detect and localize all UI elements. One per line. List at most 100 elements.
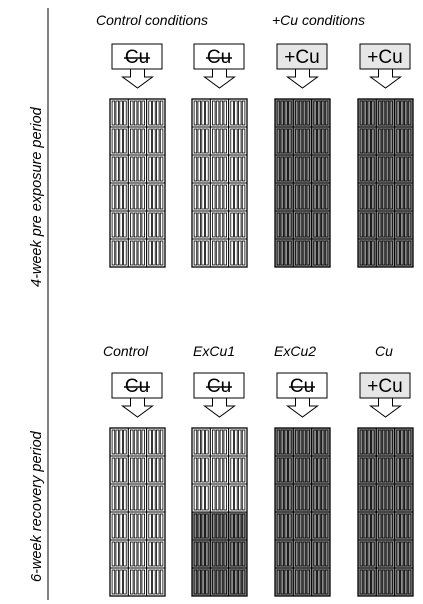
- plant-slot: [212, 212, 216, 238]
- plant-slot: [306, 240, 310, 266]
- plant-slot: [371, 156, 375, 182]
- plant-slot: [119, 541, 123, 567]
- plant-slot: [381, 513, 386, 539]
- plant-slot: [111, 457, 116, 483]
- plant-slot: [385, 128, 390, 154]
- plant-slot: [407, 212, 412, 238]
- tray-cell: [394, 455, 414, 485]
- plant-slot: [219, 240, 224, 266]
- plant-slot: [280, 240, 284, 266]
- plant-slot: [205, 569, 209, 595]
- tray-cell: [292, 455, 313, 485]
- tray-cell: [127, 483, 148, 513]
- plant-slot: [219, 429, 224, 455]
- plant-slot: [298, 240, 303, 266]
- arrow: [285, 68, 320, 89]
- plant-slot: [280, 128, 284, 154]
- tray-cell: [127, 126, 148, 156]
- plant-slot: [193, 156, 198, 182]
- plant-slot: [321, 569, 325, 595]
- plant-slot: [241, 541, 246, 567]
- plant-slot: [288, 240, 292, 266]
- tray-cell: [146, 511, 166, 541]
- plant-slot: [389, 541, 393, 567]
- plant-slot: [389, 184, 393, 210]
- plant-slot: [238, 485, 242, 511]
- plant-slot: [378, 128, 382, 154]
- tray-cell: [375, 210, 396, 240]
- plant-slot: [276, 485, 281, 511]
- plant-slot: [407, 457, 412, 483]
- tray-cell: [209, 455, 230, 485]
- plant-slot: [156, 240, 160, 266]
- plant-slot: [396, 240, 400, 266]
- plant-slot: [193, 429, 198, 455]
- plant-slot: [407, 513, 412, 539]
- plant-slot: [306, 128, 310, 154]
- plant-slot: [396, 212, 400, 238]
- plant-slot: [400, 212, 404, 238]
- plant-slot: [223, 184, 227, 210]
- plant-slot: [215, 156, 220, 182]
- plant-slot: [389, 569, 393, 595]
- tray-cell: [191, 182, 211, 212]
- tray-outline: [274, 98, 331, 268]
- plant-slot: [378, 100, 382, 126]
- plant-slot: [148, 156, 152, 182]
- plant-slot: [302, 184, 307, 210]
- plant-slot: [389, 128, 393, 154]
- tray-cell: [274, 238, 294, 268]
- plant-slot: [400, 240, 404, 266]
- plant-slot: [404, 485, 408, 511]
- plant-slot: [404, 569, 408, 595]
- plant-slot: [302, 212, 307, 238]
- plant-slot: [152, 100, 156, 126]
- plant-slot: [389, 485, 393, 511]
- tray-cell: [292, 238, 313, 268]
- plant-slot: [115, 457, 119, 483]
- plant-slot: [219, 212, 224, 238]
- plant-slot: [111, 240, 116, 266]
- tray-cell: [127, 567, 148, 597]
- plant-slot: [306, 184, 310, 210]
- plant-slot: [371, 184, 375, 210]
- plant-slot: [156, 485, 160, 511]
- plant-slot: [363, 429, 367, 455]
- plant-slot: [215, 240, 220, 266]
- tray-cell: [292, 126, 313, 156]
- tray-cell: [274, 427, 294, 457]
- plant-slot: [324, 485, 329, 511]
- plant-slot: [197, 569, 201, 595]
- plant-slot: [133, 156, 138, 182]
- plant-slot: [313, 513, 317, 539]
- plant-slot: [234, 184, 238, 210]
- plant-slot: [295, 100, 299, 126]
- plant-slot: [400, 457, 404, 483]
- plant-slot: [238, 212, 242, 238]
- plant-slot: [385, 240, 390, 266]
- plant-slot: [219, 485, 224, 511]
- plant-slot: [148, 513, 152, 539]
- plant-slot: [313, 128, 317, 154]
- tray-cell: [292, 567, 313, 597]
- plant-slot: [288, 513, 292, 539]
- plant-slot: [141, 184, 145, 210]
- plant-slot: [133, 541, 138, 567]
- plant-slot: [302, 100, 307, 126]
- plant-slot: [321, 212, 325, 238]
- plant-slot: [378, 457, 382, 483]
- plant-slot: [280, 541, 284, 567]
- plant-slot: [111, 513, 116, 539]
- tray-cell: [228, 427, 248, 457]
- plant-slot: [306, 100, 310, 126]
- plant-slot: [111, 156, 116, 182]
- plant-slot: [119, 128, 123, 154]
- plant-slot: [321, 100, 325, 126]
- plant-slot: [212, 100, 216, 126]
- plant-slot: [197, 513, 201, 539]
- tray-cell: [209, 98, 230, 128]
- tray-cell: [146, 154, 166, 184]
- medium-box: [193, 372, 245, 399]
- plant-slot: [378, 429, 382, 455]
